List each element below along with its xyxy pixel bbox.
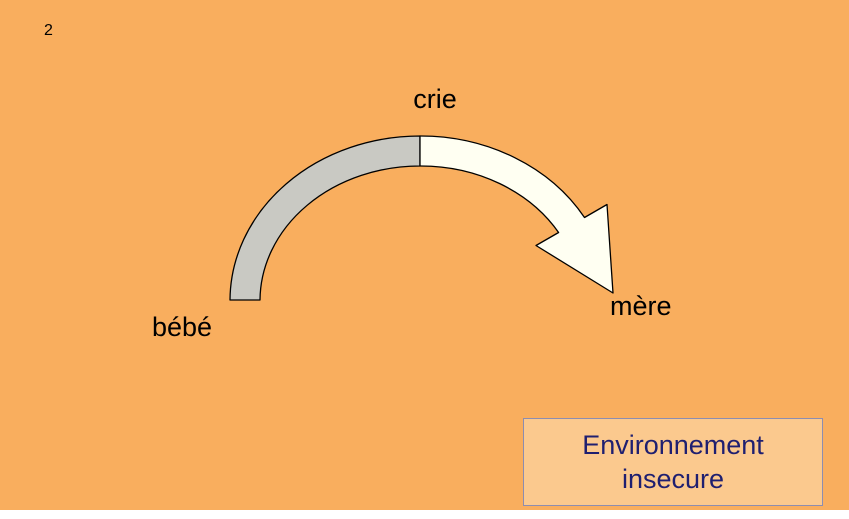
slide-number: 2 [44, 22, 53, 39]
bottom-margin [0, 510, 849, 519]
curved-arrow-left-segment [229, 135, 421, 301]
environnement-insecure-box: Environnement insecure [523, 418, 823, 506]
label-bebe: bébé [152, 312, 213, 342]
label-crie: crie [413, 84, 457, 114]
curved-arrow-right-segment [419, 135, 614, 294]
callout-line-2: insecure [621, 464, 725, 494]
label-mere: mère [610, 291, 672, 321]
callout-line-1: Environnement [582, 430, 764, 460]
